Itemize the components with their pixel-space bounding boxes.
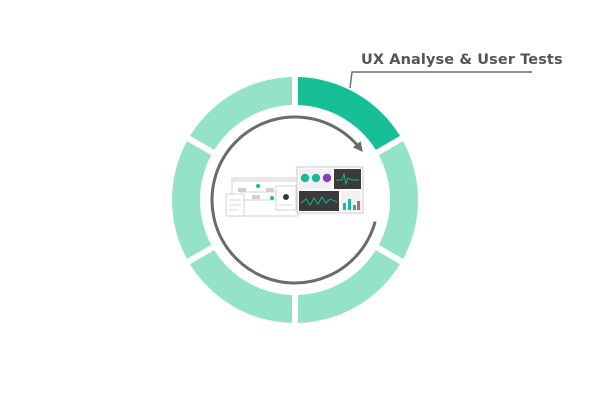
cycle-segment bbox=[190, 77, 293, 150]
dashboard-mockup-icon bbox=[225, 166, 364, 217]
cycle-arrow bbox=[210, 115, 377, 285]
callout-leader-line bbox=[349, 71, 532, 89]
cycle-segment bbox=[378, 141, 418, 259]
cycle-segment-active bbox=[297, 77, 400, 150]
cycle-ring bbox=[172, 77, 418, 323]
cycle-segment bbox=[297, 250, 400, 323]
callout-label-ux-analyse: UX Analyse & User Tests bbox=[361, 52, 563, 68]
cycle-segment bbox=[172, 141, 212, 259]
cycle-segment bbox=[190, 250, 293, 323]
